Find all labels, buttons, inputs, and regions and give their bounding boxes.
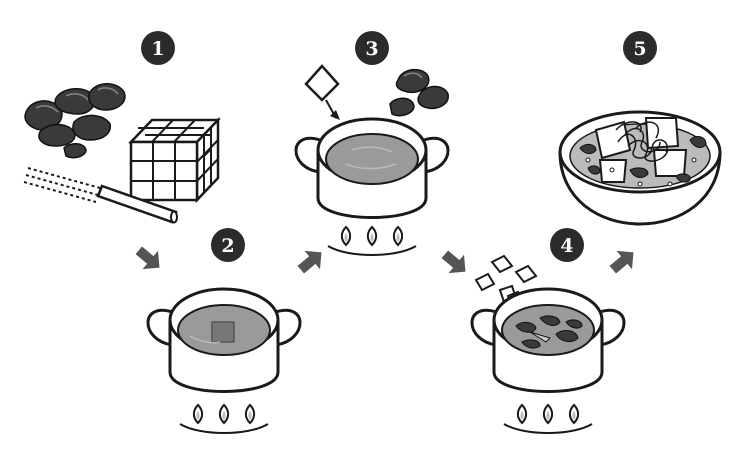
burner-icon xyxy=(179,404,269,434)
pot-icon xyxy=(294,117,450,219)
step-5: 5 xyxy=(558,31,722,226)
burner-icon xyxy=(503,404,593,434)
soup-contents-icon xyxy=(579,117,707,187)
green-onion-strips-icon xyxy=(23,167,101,203)
bowl-icon xyxy=(558,110,722,226)
step-4: 4 xyxy=(470,228,626,434)
tofu-cube-icon xyxy=(128,116,221,204)
arrow-step4-to-step5 xyxy=(605,243,642,279)
step-3: 3 xyxy=(294,31,450,256)
kelp-pieces-icon xyxy=(24,83,126,159)
step-1: 1 xyxy=(23,31,221,224)
dropping-sheet-icon xyxy=(304,64,340,120)
arrow-step2-to-step3 xyxy=(293,243,330,279)
pot-icon xyxy=(470,287,626,393)
step-4-number: 4 xyxy=(560,235,573,257)
step-4-badge: 4 xyxy=(550,228,584,262)
step-2-number: 2 xyxy=(221,235,234,257)
step-5-badge: 5 xyxy=(623,31,657,65)
step-2: 2 xyxy=(146,228,302,434)
burner-icon xyxy=(327,226,417,256)
step-1-number: 1 xyxy=(151,38,164,60)
green-onion-stalk-icon xyxy=(96,184,178,224)
step-5-number: 5 xyxy=(633,38,646,60)
step-3-number: 3 xyxy=(365,38,378,60)
pot-icon xyxy=(146,287,302,393)
step-3-badge: 3 xyxy=(355,31,389,65)
step-1-badge: 1 xyxy=(141,31,175,65)
arrow-step3-to-step4 xyxy=(437,245,474,281)
dropping-kelp-icon xyxy=(389,68,449,117)
arrow-step1-to-step2 xyxy=(131,241,168,277)
step-2-badge: 2 xyxy=(211,228,245,262)
